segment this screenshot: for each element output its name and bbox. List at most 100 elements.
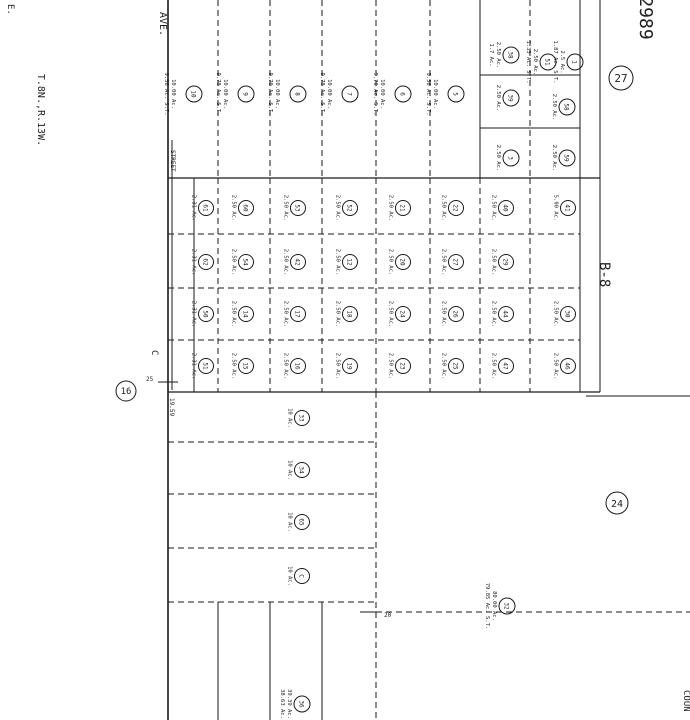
lot-number: 1 [571,60,578,64]
lot-number-circle [502,46,520,64]
lot-number-circle [293,695,311,713]
lot-number: 33 [298,414,305,422]
lot-number: 19 [346,362,353,370]
section-marker-16: 16 [115,380,137,402]
lot-acreage: 10 Ac. [287,408,293,428]
lot-acreage: 2.50 Ac. [553,301,559,328]
lot-number-circle [294,514,310,530]
lot-number-circle [237,85,255,103]
parcel-lot: 422.50 Ac. [283,249,306,276]
section-number: 24 [611,499,623,510]
lot-number-circle [294,462,310,478]
parcel-lot: 51 2.31 Ac. [191,353,214,380]
parcel-lot: 392.50 Ac. [495,85,520,111]
lot-acreage: 2.50 Ac. [551,94,557,121]
parcel-lot: 602.50 Ac. [231,195,254,221]
lot-acreage: 2.50 Ac. [335,195,341,222]
lot-acreage: 2.50 Ac. [283,249,289,276]
lot-number-circle [289,85,307,103]
lot-number: 62 [202,258,209,266]
lot-acreage: 2.31 Ac. [191,353,197,380]
boundary-lines [158,0,690,720]
lot-number-circle [238,306,254,322]
lot-acreage: 10.00 Ac. [170,79,176,109]
section-number: 27 [614,72,627,85]
parcel-lot: 162.50 Ac. [283,353,306,379]
lot-acreage: 2.50 Ac. [231,301,237,328]
lot-number: 46 [564,362,571,370]
map-number: 2989 [635,0,656,40]
parcel-lot: 710.00 Ac.9.70 Ac. S.T. [319,72,359,116]
lot-number: 29 [502,258,509,266]
county-label: COUN [681,690,690,712]
parcel-lot: 17 2.50 Ac. [283,301,306,328]
lot-number: 24 [399,310,406,318]
lot-number-circle [560,358,576,374]
lot-number: 32 [503,602,510,610]
lot-number: 40 [502,204,509,212]
lot-acreage: 2.50 Ac. [335,249,341,276]
lot-number: 51 [544,58,551,66]
lot-acreage: 1.33 Ac. S.T. [525,40,531,83]
parcel-lot: 592.50 Ac. [551,145,576,171]
lot-acreage: 2.50 Ac. [441,301,447,328]
parcel-lot: 182.50 Ac. [335,301,358,327]
lot-number: 51 [202,362,209,370]
parcel-lot: 402.50 Ac. [491,195,514,221]
parcel-lot: 152.50 Ac. [231,353,254,379]
lot-acreage: 2.50 Ac. [388,249,394,276]
lot-acreage: 10.00 Ac. [326,79,332,109]
lot-number: 50 [202,310,209,318]
lot-acreage: 1.87 Ac. S.T. [552,40,558,83]
lot-number: 47 [502,362,509,370]
lot-acreage: 80.00 Ac. [491,591,497,621]
lot-acreage: 1.7 Ac. [488,43,494,66]
lot-number: 27 [452,258,459,266]
section-marker-27: 27 [608,65,634,91]
parcel-lot: 910.00 Ac.9.70 Ac. S.T. [215,72,255,116]
lot-number: 39 [507,94,514,102]
parcel-lot: 192.50 Ac. [335,353,358,379]
lot-number-circle [238,254,254,270]
lot-acreage: 2.31 Ac. [191,195,197,222]
lot-acreage: 2.50 Ac. [388,195,394,222]
lot-number: 17 [294,310,301,318]
lot-acreage: 9.56 Ac. S.T. [163,72,169,115]
parcel-lot: 462.50 Ac. [553,353,576,379]
lot-number-circle [498,358,514,374]
township-range: T.8N.,R.13W. [35,74,46,146]
lot-acreage: 2.50 Ac. [283,301,289,328]
parcel-lot: 522.50 Ac. [335,195,358,222]
lot-number: 58 [563,103,570,111]
lot-number-circle [290,254,306,270]
lot-number: 36 [298,700,305,708]
parcel-lot: 252.50 Ac. [441,353,464,379]
lot-number-circle [198,254,214,270]
lot-number-circle [342,358,358,374]
measure-25: 25 [146,376,154,383]
lot-number: 54 [242,258,249,266]
lot-number-circle [198,200,214,216]
lot-acreage: 9.70 Ac. S.T. [267,72,273,115]
parcel-lot: 612.31 Ac. [191,195,214,222]
lot-number-circle [290,358,306,374]
parcel-lot: 292.50 Ac. [491,249,514,275]
lot-number-circle [394,85,412,103]
lot-acreage: 10.00 Ac. [222,79,228,109]
parcel-lot: 12.5 Ac.1.87 Ac. S.T. [552,40,584,84]
lot-number: 5 [452,92,459,96]
measure-20: 20 [384,612,392,619]
lot-number-circle [502,89,520,107]
lot-number: C [298,574,305,578]
lot-number: 23 [399,362,406,370]
lot-acreage: 2.50 Ac. [491,301,497,328]
parcel-lot: 222.50 Ac. [441,195,464,221]
lot-number-circle [498,200,514,216]
corner-label: E. [5,4,15,15]
parcel-lot: 302.50 Ac. [553,301,576,328]
lot-number-circle [448,200,464,216]
parcel-lot: 232.50 Ac. [388,353,411,379]
